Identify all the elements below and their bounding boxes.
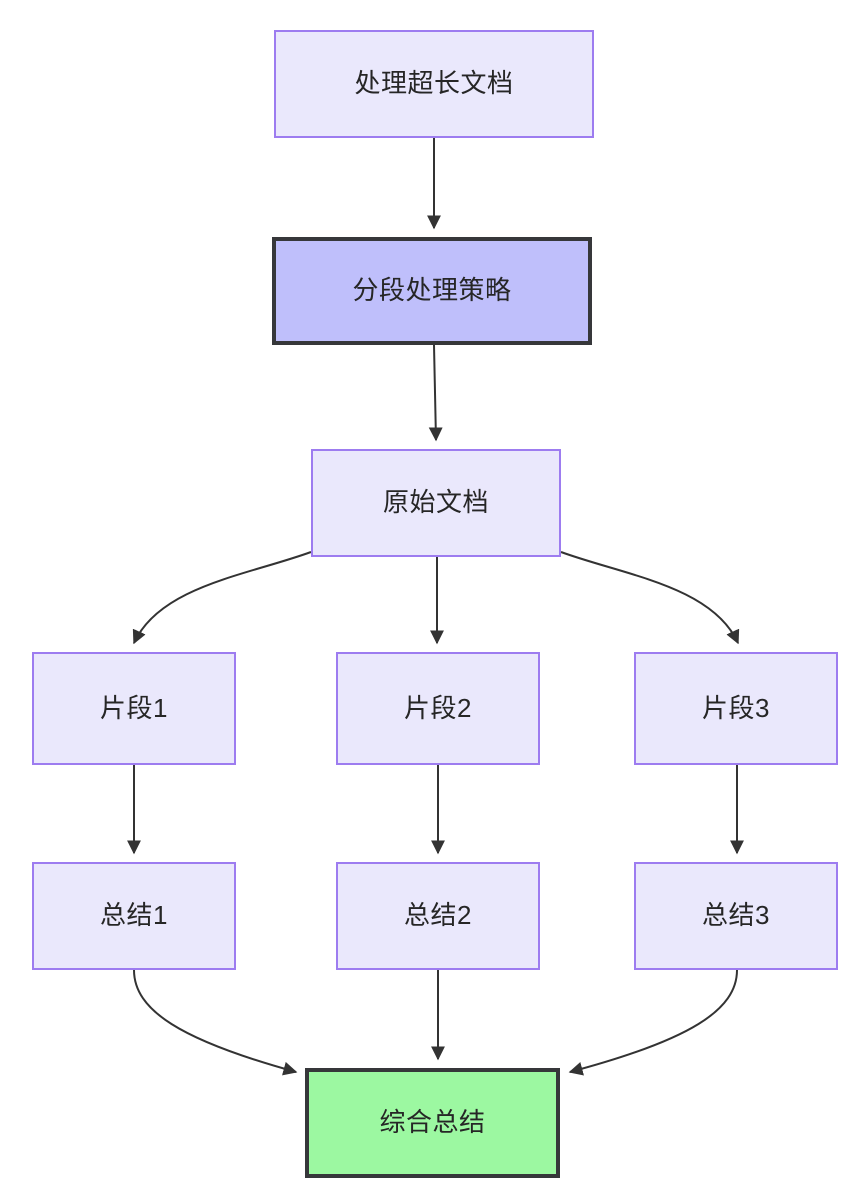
edge-source-to-chunk3	[560, 551, 740, 645]
node-label: 综合总结	[379, 1107, 486, 1138]
edge-sum1-to-final	[133, 969, 298, 1076]
node-chunk-3[interactable]: 片段3	[634, 652, 838, 765]
node-label: 总结3	[702, 900, 770, 931]
edge-strategy-to-source	[428, 344, 443, 442]
node-label: 处理超长文档	[354, 68, 514, 99]
node-final-summary[interactable]: 综合总结	[305, 1068, 560, 1178]
node-label: 总结2	[404, 900, 472, 931]
node-summary-1[interactable]: 总结1	[32, 862, 236, 970]
node-summary-2[interactable]: 总结2	[336, 862, 540, 970]
node-label: 片段1	[100, 692, 168, 723]
edge-sum3-to-final	[568, 969, 738, 1076]
node-label: 片段3	[702, 692, 770, 723]
node-source-document[interactable]: 原始文档	[311, 449, 561, 557]
node-chunk-1[interactable]: 片段1	[32, 652, 236, 765]
edge-source-to-chunk1	[132, 551, 312, 645]
node-chunking-strategy[interactable]: 分段处理策略	[272, 237, 592, 345]
node-label: 原始文档	[382, 487, 489, 518]
node-label: 分段处理策略	[352, 275, 512, 306]
node-summary-3[interactable]: 总结3	[634, 862, 838, 970]
node-chunk-2[interactable]: 片段2	[336, 652, 540, 765]
node-label: 总结1	[100, 900, 168, 931]
node-label: 片段2	[404, 692, 472, 723]
node-process-long-document[interactable]: 处理超长文档	[274, 30, 594, 138]
